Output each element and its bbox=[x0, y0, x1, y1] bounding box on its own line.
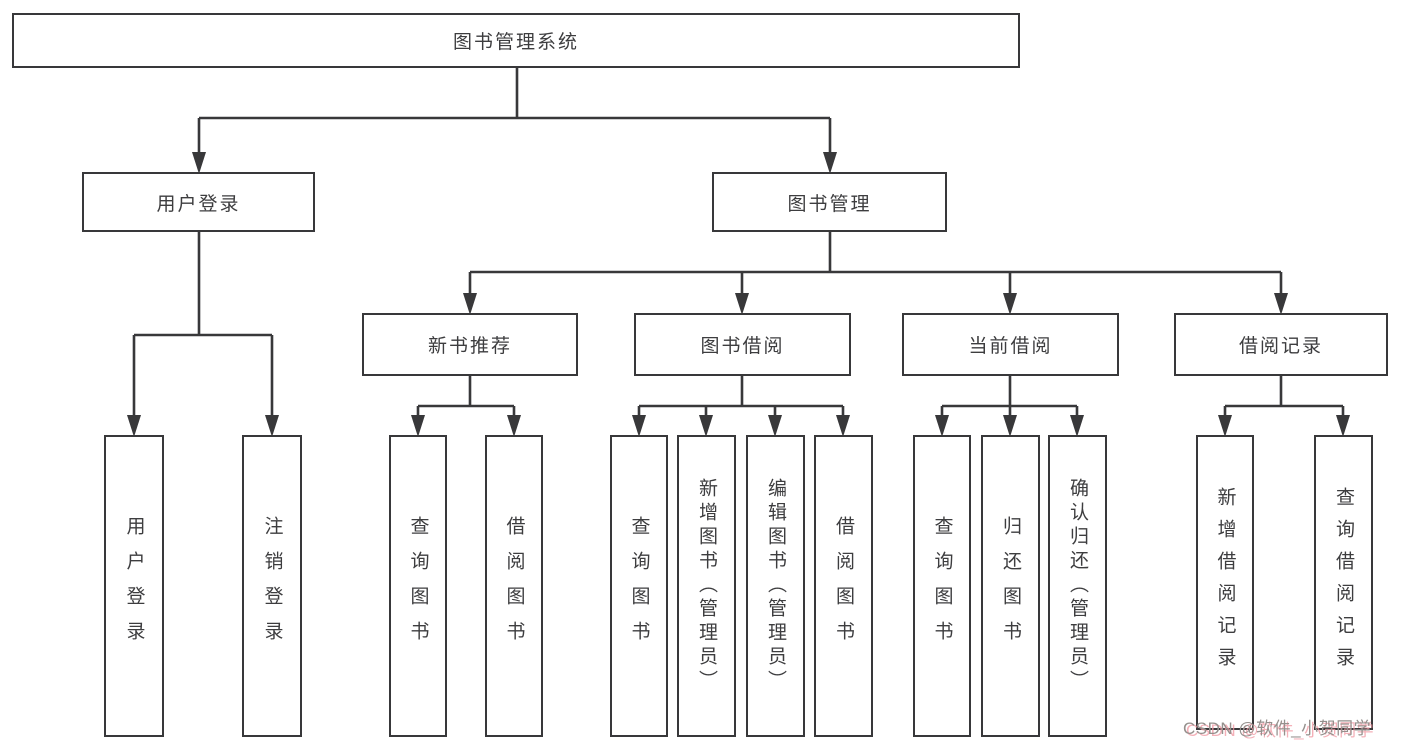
node-current-borrow-label: 当前借阅 bbox=[968, 336, 1053, 357]
leaf-nb-query-books-label: 查询图书 bbox=[407, 516, 429, 656]
node-new-book-recommend-label: 新书推荐 bbox=[427, 336, 512, 357]
leaf-nb-borrow-books-label: 借阅图书 bbox=[503, 516, 525, 656]
node-book-borrow-label: 图书借阅 bbox=[700, 336, 785, 357]
leaf-br-add-record: 新增借阅记录 bbox=[1196, 435, 1254, 730]
leaf-br-add-record-label: 新增借阅记录 bbox=[1214, 486, 1236, 679]
node-current-borrow: 当前借阅 bbox=[902, 313, 1119, 376]
leaf-cb-confirm-return-admin: 确认归还（管理员） bbox=[1048, 435, 1107, 737]
leaf-nb-borrow-books: 借阅图书 bbox=[485, 435, 543, 737]
leaf-bb-query-books-label: 查询图书 bbox=[628, 516, 650, 656]
leaf-cb-confirm-return-admin-label: 确认归还（管理员） bbox=[1067, 478, 1088, 694]
leaf-logout: 注销登录 bbox=[242, 435, 302, 737]
leaf-cb-query-books: 查询图书 bbox=[913, 435, 971, 737]
node-book-borrow: 图书借阅 bbox=[634, 313, 851, 376]
node-root: 图书管理系统 bbox=[12, 13, 1020, 68]
leaf-bb-borrow-books-label: 借阅图书 bbox=[833, 516, 854, 656]
node-user-login-label: 用户登录 bbox=[156, 193, 241, 215]
leaf-br-query-record: 查询借阅记录 bbox=[1314, 435, 1373, 730]
leaf-bb-add-books-admin-label: 新增图书（管理员） bbox=[696, 478, 717, 694]
leaf-cb-query-books-label: 查询图书 bbox=[931, 516, 953, 656]
leaf-cb-return-books-label: 归还图书 bbox=[1000, 516, 1021, 656]
leaf-bb-borrow-books: 借阅图书 bbox=[814, 435, 873, 737]
leaf-bb-add-books-admin: 新增图书（管理员） bbox=[677, 435, 736, 737]
leaf-cb-return-books: 归还图书 bbox=[981, 435, 1040, 737]
leaf-user-login: 用户登录 bbox=[104, 435, 164, 737]
leaf-br-query-record-label: 查询借阅记录 bbox=[1333, 486, 1354, 679]
node-borrow-records-label: 借阅记录 bbox=[1238, 336, 1323, 357]
leaf-logout-label: 注销登录 bbox=[261, 516, 283, 656]
leaf-user-login-label: 用户登录 bbox=[123, 516, 145, 656]
node-user-login: 用户登录 bbox=[82, 172, 315, 232]
leaf-bb-edit-books-admin: 编辑图书（管理员） bbox=[746, 435, 805, 737]
node-root-label: 图书管理系统 bbox=[452, 32, 579, 53]
node-borrow-records: 借阅记录 bbox=[1174, 313, 1388, 376]
node-book-management: 图书管理 bbox=[712, 172, 947, 232]
leaf-bb-edit-books-admin-label: 编辑图书（管理员） bbox=[765, 478, 786, 694]
leaf-bb-query-books: 查询图书 bbox=[610, 435, 668, 737]
node-book-management-label: 图书管理 bbox=[787, 193, 872, 215]
leaf-nb-query-books: 查询图书 bbox=[389, 435, 447, 737]
node-new-book-recommend: 新书推荐 bbox=[362, 313, 578, 376]
csdn-watermark: CSDN @软件_小贺同学 bbox=[1183, 719, 1372, 738]
